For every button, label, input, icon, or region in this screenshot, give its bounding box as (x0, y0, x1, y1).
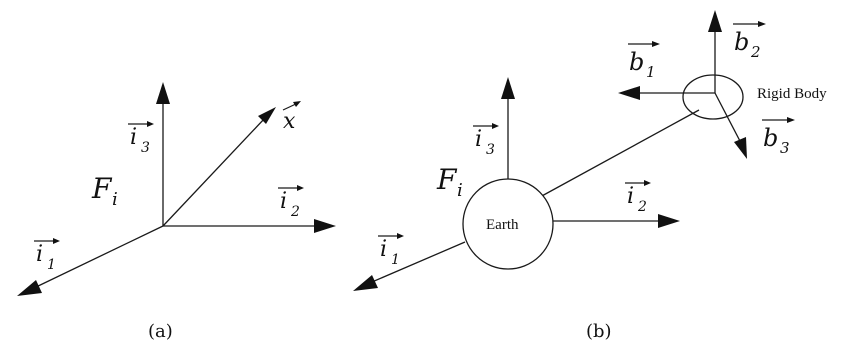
a-i1-arrowhead (17, 280, 42, 296)
b-axis-b3-line (714, 92, 742, 144)
svg-text:2: 2 (290, 204, 300, 220)
b-label-i3: i 3 (473, 123, 499, 158)
b-label-b2: b 2 (733, 21, 766, 61)
svg-text:3: 3 (780, 139, 790, 157)
svg-text:i: i (280, 189, 287, 214)
svg-text:b: b (629, 48, 644, 76)
earth-label: Earth (486, 217, 519, 233)
a-frame-label: F i (91, 172, 118, 210)
a-vector-x-line (162, 117, 266, 227)
b-label-b3: b 3 (762, 117, 795, 157)
b-label-i1: i 1 (378, 233, 404, 268)
a-i3-arrowhead (156, 82, 170, 104)
svg-text:b: b (734, 28, 749, 56)
b-b2-arrowhead (708, 10, 722, 32)
panel-a: F i i 3 i 2 i 1 x (a) (17, 82, 336, 342)
earth-circle (462, 178, 554, 270)
svg-text:i: i (112, 189, 118, 210)
b-label-b1: b 1 (628, 41, 660, 81)
svg-text:1: 1 (646, 63, 656, 81)
rigid-body-ellipse (682, 74, 744, 120)
svg-text:i: i (475, 127, 482, 152)
svg-text:1: 1 (47, 257, 56, 273)
a-x-arrowhead (258, 107, 276, 124)
svg-text:3: 3 (141, 140, 150, 156)
a-label-i3: i 3 (128, 121, 154, 156)
a-label-i2: i 2 (278, 185, 304, 220)
a-label-i1: i 1 (34, 238, 60, 273)
svg-text:1: 1 (391, 252, 400, 268)
b-label-i2: i 2 (625, 180, 651, 215)
b-earth-body-link (539, 109, 700, 198)
b-axis-i1-line (371, 241, 466, 283)
a-i2-arrowhead (314, 219, 336, 233)
b-i3-arrowhead (501, 77, 515, 99)
panel-b: Earth Rigid Body F i i 3 i 2 (353, 10, 827, 342)
svg-text:i: i (380, 237, 387, 262)
svg-text:3: 3 (486, 142, 495, 158)
b-i1-arrowhead (353, 275, 378, 291)
svg-text:i: i (130, 125, 137, 150)
b-frame-label: F i (436, 163, 463, 201)
a-axis-i1-line (33, 225, 164, 289)
svg-text:x: x (283, 109, 296, 134)
b-b1-arrowhead (618, 86, 640, 100)
svg-text:i: i (36, 242, 43, 267)
rigid-body-label: Rigid Body (757, 86, 827, 102)
svg-text:b: b (763, 124, 778, 152)
a-label-x: x (282, 101, 301, 134)
caption-b: (b) (586, 321, 612, 342)
svg-text:F: F (436, 163, 458, 196)
b-i2-arrowhead (658, 214, 680, 228)
svg-text:2: 2 (637, 199, 647, 215)
b-b3-arrowhead (734, 137, 747, 159)
svg-text:i: i (627, 184, 634, 209)
svg-text:i: i (457, 180, 463, 201)
caption-a: (a) (148, 321, 173, 342)
svg-text:F: F (91, 172, 113, 205)
svg-text:2: 2 (750, 43, 761, 61)
